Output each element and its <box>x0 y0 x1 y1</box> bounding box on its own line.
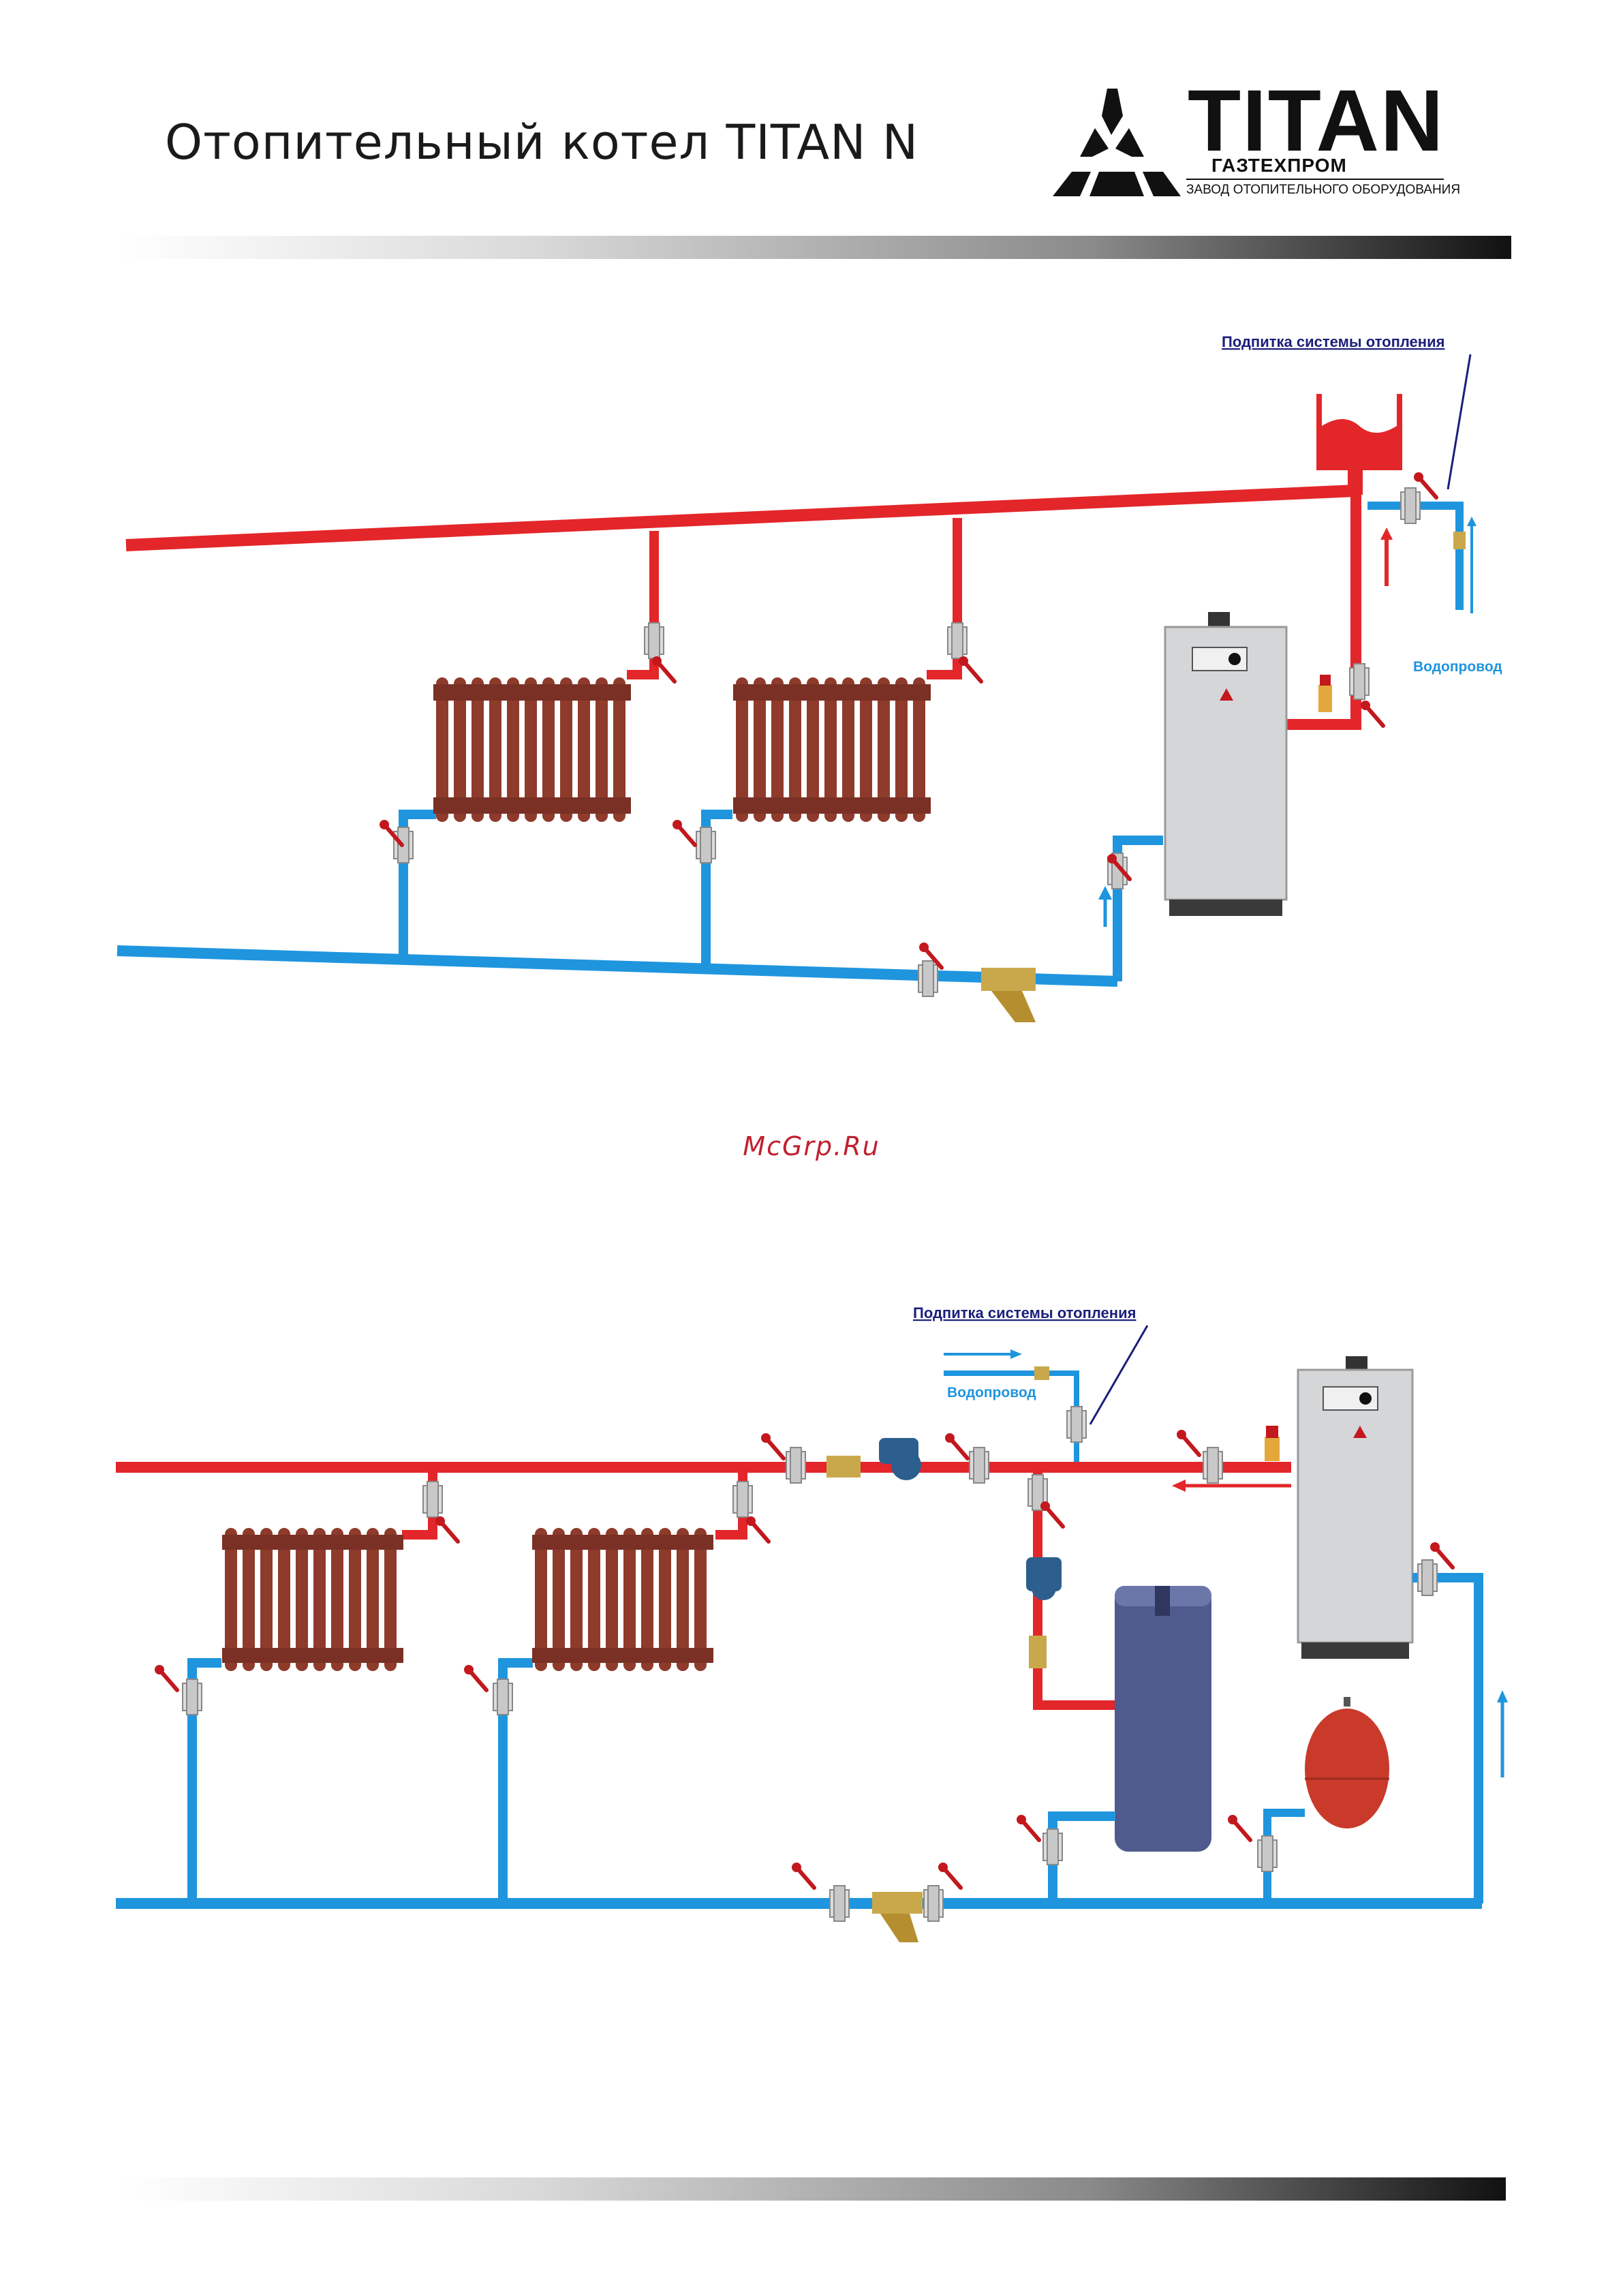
footer-rule <box>119 2177 1506 2201</box>
titan-logo: TITAN ГАЗТЕХПРОМ ЗАВОД ОТОПИТЕЛЬНОГО ОБО… <box>1053 82 1451 204</box>
triangle-logo-icon <box>1053 89 1182 204</box>
hot-water-tank <box>1115 1586 1211 1852</box>
circulation-pump <box>879 1438 921 1480</box>
supply-main-pipe <box>126 491 1356 545</box>
return-main-pipe <box>117 951 1117 981</box>
boiler-return-pipe-bottom <box>1412 1578 1479 1903</box>
heating-scheme-bottom: Подпитка системы отопления Водопровод <box>0 1281 1623 1976</box>
logo-divider <box>1186 179 1444 180</box>
flow-arrow-icon <box>1098 886 1112 900</box>
water-flow-arrow-icon <box>1467 517 1477 526</box>
open-expansion-tank <box>1319 394 1400 495</box>
heating-scheme-top: Подпитка системы отопления Водопровод <box>0 300 1623 1050</box>
logo-wordmark: TITAN <box>1188 78 1444 165</box>
logo-tagline: ЗАВОД ОТОПИТЕЛЬНОГО ОБОРУДОВАНИЯ <box>1186 183 1460 198</box>
makeup-label-bottom: Подпитка системы отопления <box>913 1304 1136 1321</box>
radiator-1 <box>380 531 675 961</box>
logo-company: ГАЗТЕХПРОМ <box>1211 155 1347 177</box>
radiator-4 <box>464 1467 769 1903</box>
watermark: McGrp.Ru <box>0 1131 1623 1161</box>
boiler-titan-bottom <box>1298 1356 1412 1659</box>
boiler-titan <box>1165 612 1286 916</box>
tank-pump <box>1026 1557 1062 1600</box>
flow-arrow-up-icon <box>1497 1690 1508 1702</box>
expansion-vessel <box>1305 1697 1389 1828</box>
water-supply-label: Водопровод <box>1413 659 1502 675</box>
makeup-label: Подпитка системы отопления <box>1222 333 1444 350</box>
header-rule <box>119 236 1511 259</box>
safety-valve <box>1318 675 1332 712</box>
radiator-2 <box>673 518 981 970</box>
strainer-filter-bottom <box>872 1892 923 1942</box>
page-title: Отопительный котел TITAN N <box>165 114 918 170</box>
safety-valve-bottom <box>1265 1426 1280 1461</box>
check-valve <box>826 1456 861 1478</box>
hot-flow-arrow-icon <box>1380 527 1393 540</box>
radiator-3 <box>155 1467 458 1903</box>
water-supply-label-bottom: Водопровод <box>947 1385 1036 1400</box>
water-flow-arrow-right-icon <box>1010 1349 1022 1359</box>
flow-arrow-left-icon <box>1172 1480 1186 1492</box>
strainer-filter <box>981 968 1036 1022</box>
